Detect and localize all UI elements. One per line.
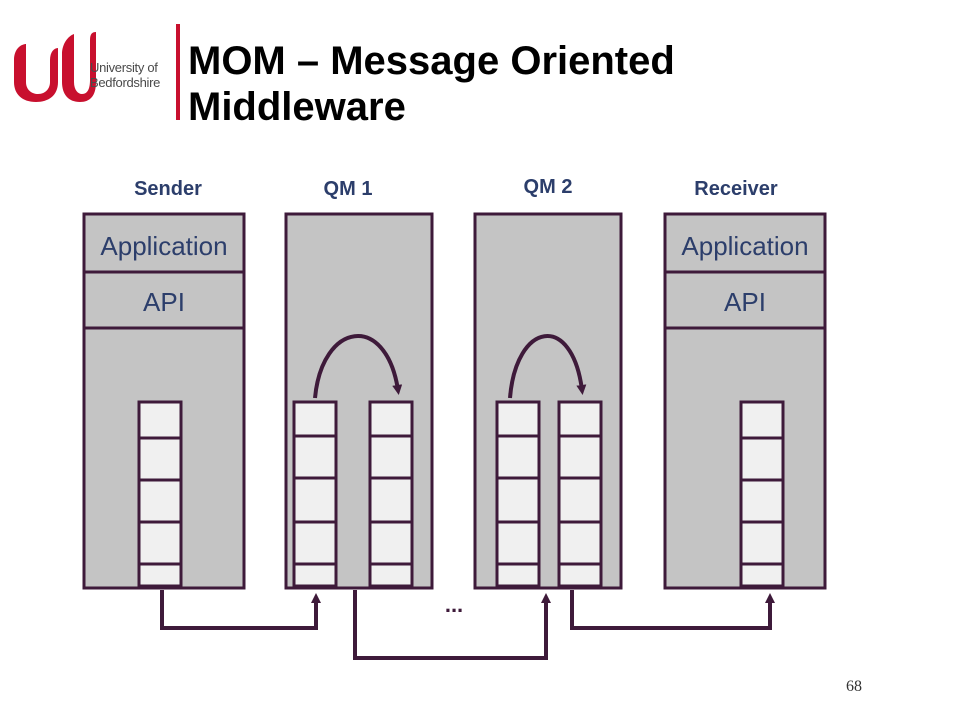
title-divider (176, 24, 180, 120)
sender-api-label: API (143, 287, 185, 317)
university-logo-text: University of Bedfordshire (90, 60, 170, 90)
sender-queue (137, 400, 183, 588)
logo-line-2: Bedfordshire (90, 75, 161, 90)
column-label-qm2: QM 2 (524, 176, 573, 198)
receiver-queue (739, 400, 785, 588)
qm1-transfer-arrow (313, 334, 403, 399)
logo-line-1: University of (90, 60, 158, 75)
page-number: 68 (846, 678, 862, 695)
ellipsis: ... (445, 592, 463, 617)
column-label-qm1: QM 1 (324, 178, 373, 200)
sender-application-label: Application (100, 231, 227, 261)
qm1-queue-right (368, 400, 414, 588)
slide-title: MOM – Message Oriented Middleware (188, 39, 675, 129)
receiver-application-label: Application (681, 231, 808, 261)
qm2-queue-right (557, 400, 603, 588)
mom-diagram: Sender QM 1 QM 2 Receiver Application AP… (82, 176, 827, 660)
university-logo (14, 32, 96, 102)
qm2-to-receiver-connector (570, 590, 775, 630)
column-label-sender: Sender (134, 178, 202, 200)
column-label-receiver: Receiver (694, 178, 778, 200)
sender-to-qm1-connector (160, 590, 321, 630)
qm1-queue-left (292, 400, 338, 588)
qm2-transfer-arrow (508, 334, 587, 399)
qm2-queue-left (495, 400, 541, 588)
qm1-to-qm2-connector (353, 590, 551, 660)
receiver-api-label: API (724, 287, 766, 317)
